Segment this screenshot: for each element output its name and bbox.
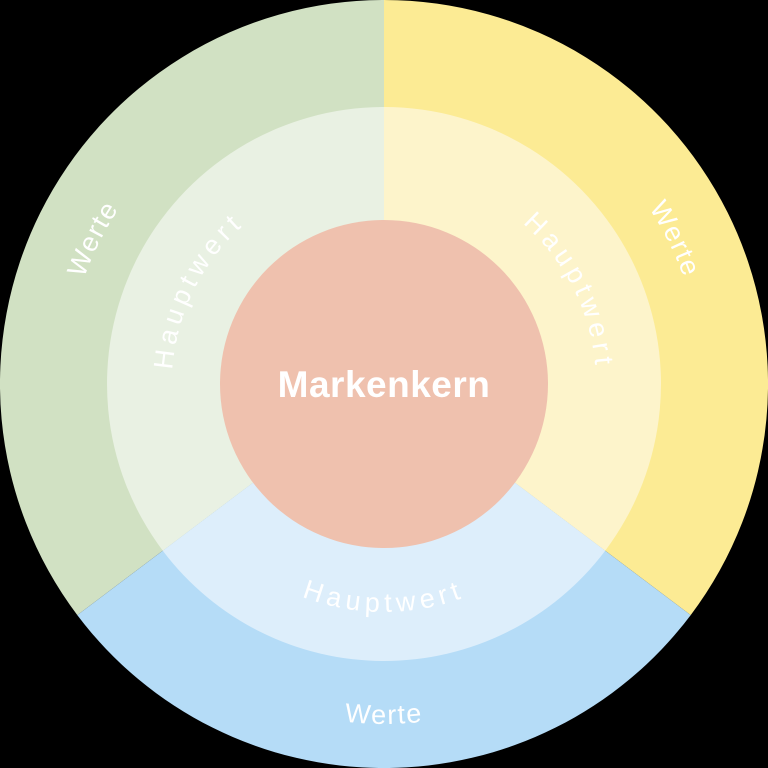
werte-label-bottom-text: Werte	[344, 698, 422, 730]
center-label: Markenkern	[278, 364, 491, 405]
center-circle	[220, 220, 548, 548]
werte-label-bottom: Werte	[344, 698, 424, 730]
